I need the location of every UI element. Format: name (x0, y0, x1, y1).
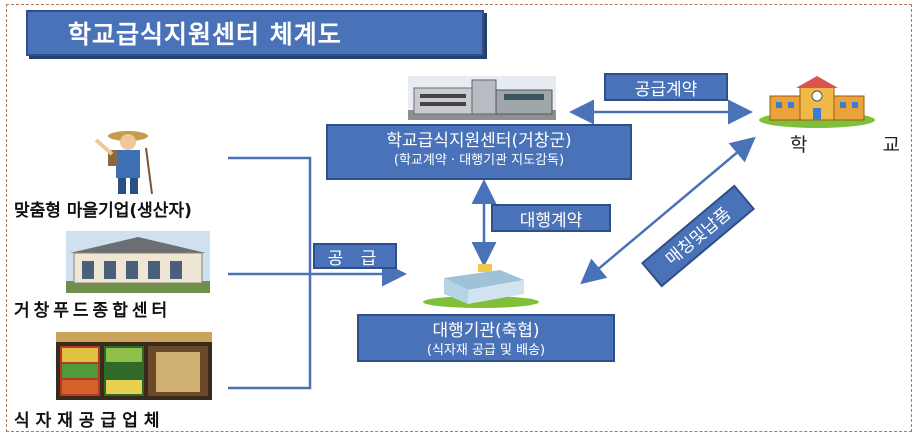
school-label-char1: 학 (790, 134, 808, 156)
agency-building-image (423, 264, 539, 308)
producer-label: 맞춤형 마을기업(생산자) (14, 201, 192, 221)
supply-contract-label-text: 공급계약 (634, 79, 698, 100)
school-building-image (759, 76, 875, 128)
school-label-char2: 교 (882, 134, 900, 156)
supply-label-text: 공 급 (327, 248, 383, 269)
support-center-node: 학교급식지원센터(거창군) (학교계약 · 대행기관 지도감독) (326, 124, 632, 180)
food-center-building-image (66, 231, 210, 293)
farmer-image (94, 131, 153, 195)
supply-contract-label: 공급계약 (604, 73, 728, 101)
school-label: 학 교 (790, 130, 900, 157)
diagram-title: 학교급식지원센터 체계도 (26, 10, 484, 56)
support-center-role: (학교계약 · 대행기관 지도감독) (393, 153, 565, 168)
agency-name: 대행기관(축협) (432, 321, 540, 341)
agency-node: 대행기관(축협) (식자재 공급 및 배송) (357, 314, 615, 362)
support-center-building-image (408, 76, 556, 120)
food-center-label: 거창푸드종합센터 (14, 301, 172, 321)
diagram-title-text: 학교급식지원센터 체계도 (68, 20, 342, 49)
agency-contract-label-text: 대행계약 (519, 210, 583, 231)
supplier-label: 식자재공급업체 (14, 411, 166, 431)
matching-arrow (580, 136, 756, 285)
matching-label-box: 매칭및납품 (640, 184, 756, 288)
grocery-store-image (56, 332, 212, 400)
agency-role: (식자재 공급 및 배송) (426, 343, 546, 358)
diagram-frame (6, 4, 912, 432)
supply-label: 공 급 (313, 243, 397, 269)
support-center-name: 학교급식지원센터(거창군) (386, 131, 572, 151)
agency-contract-label: 대행계약 (491, 204, 611, 232)
